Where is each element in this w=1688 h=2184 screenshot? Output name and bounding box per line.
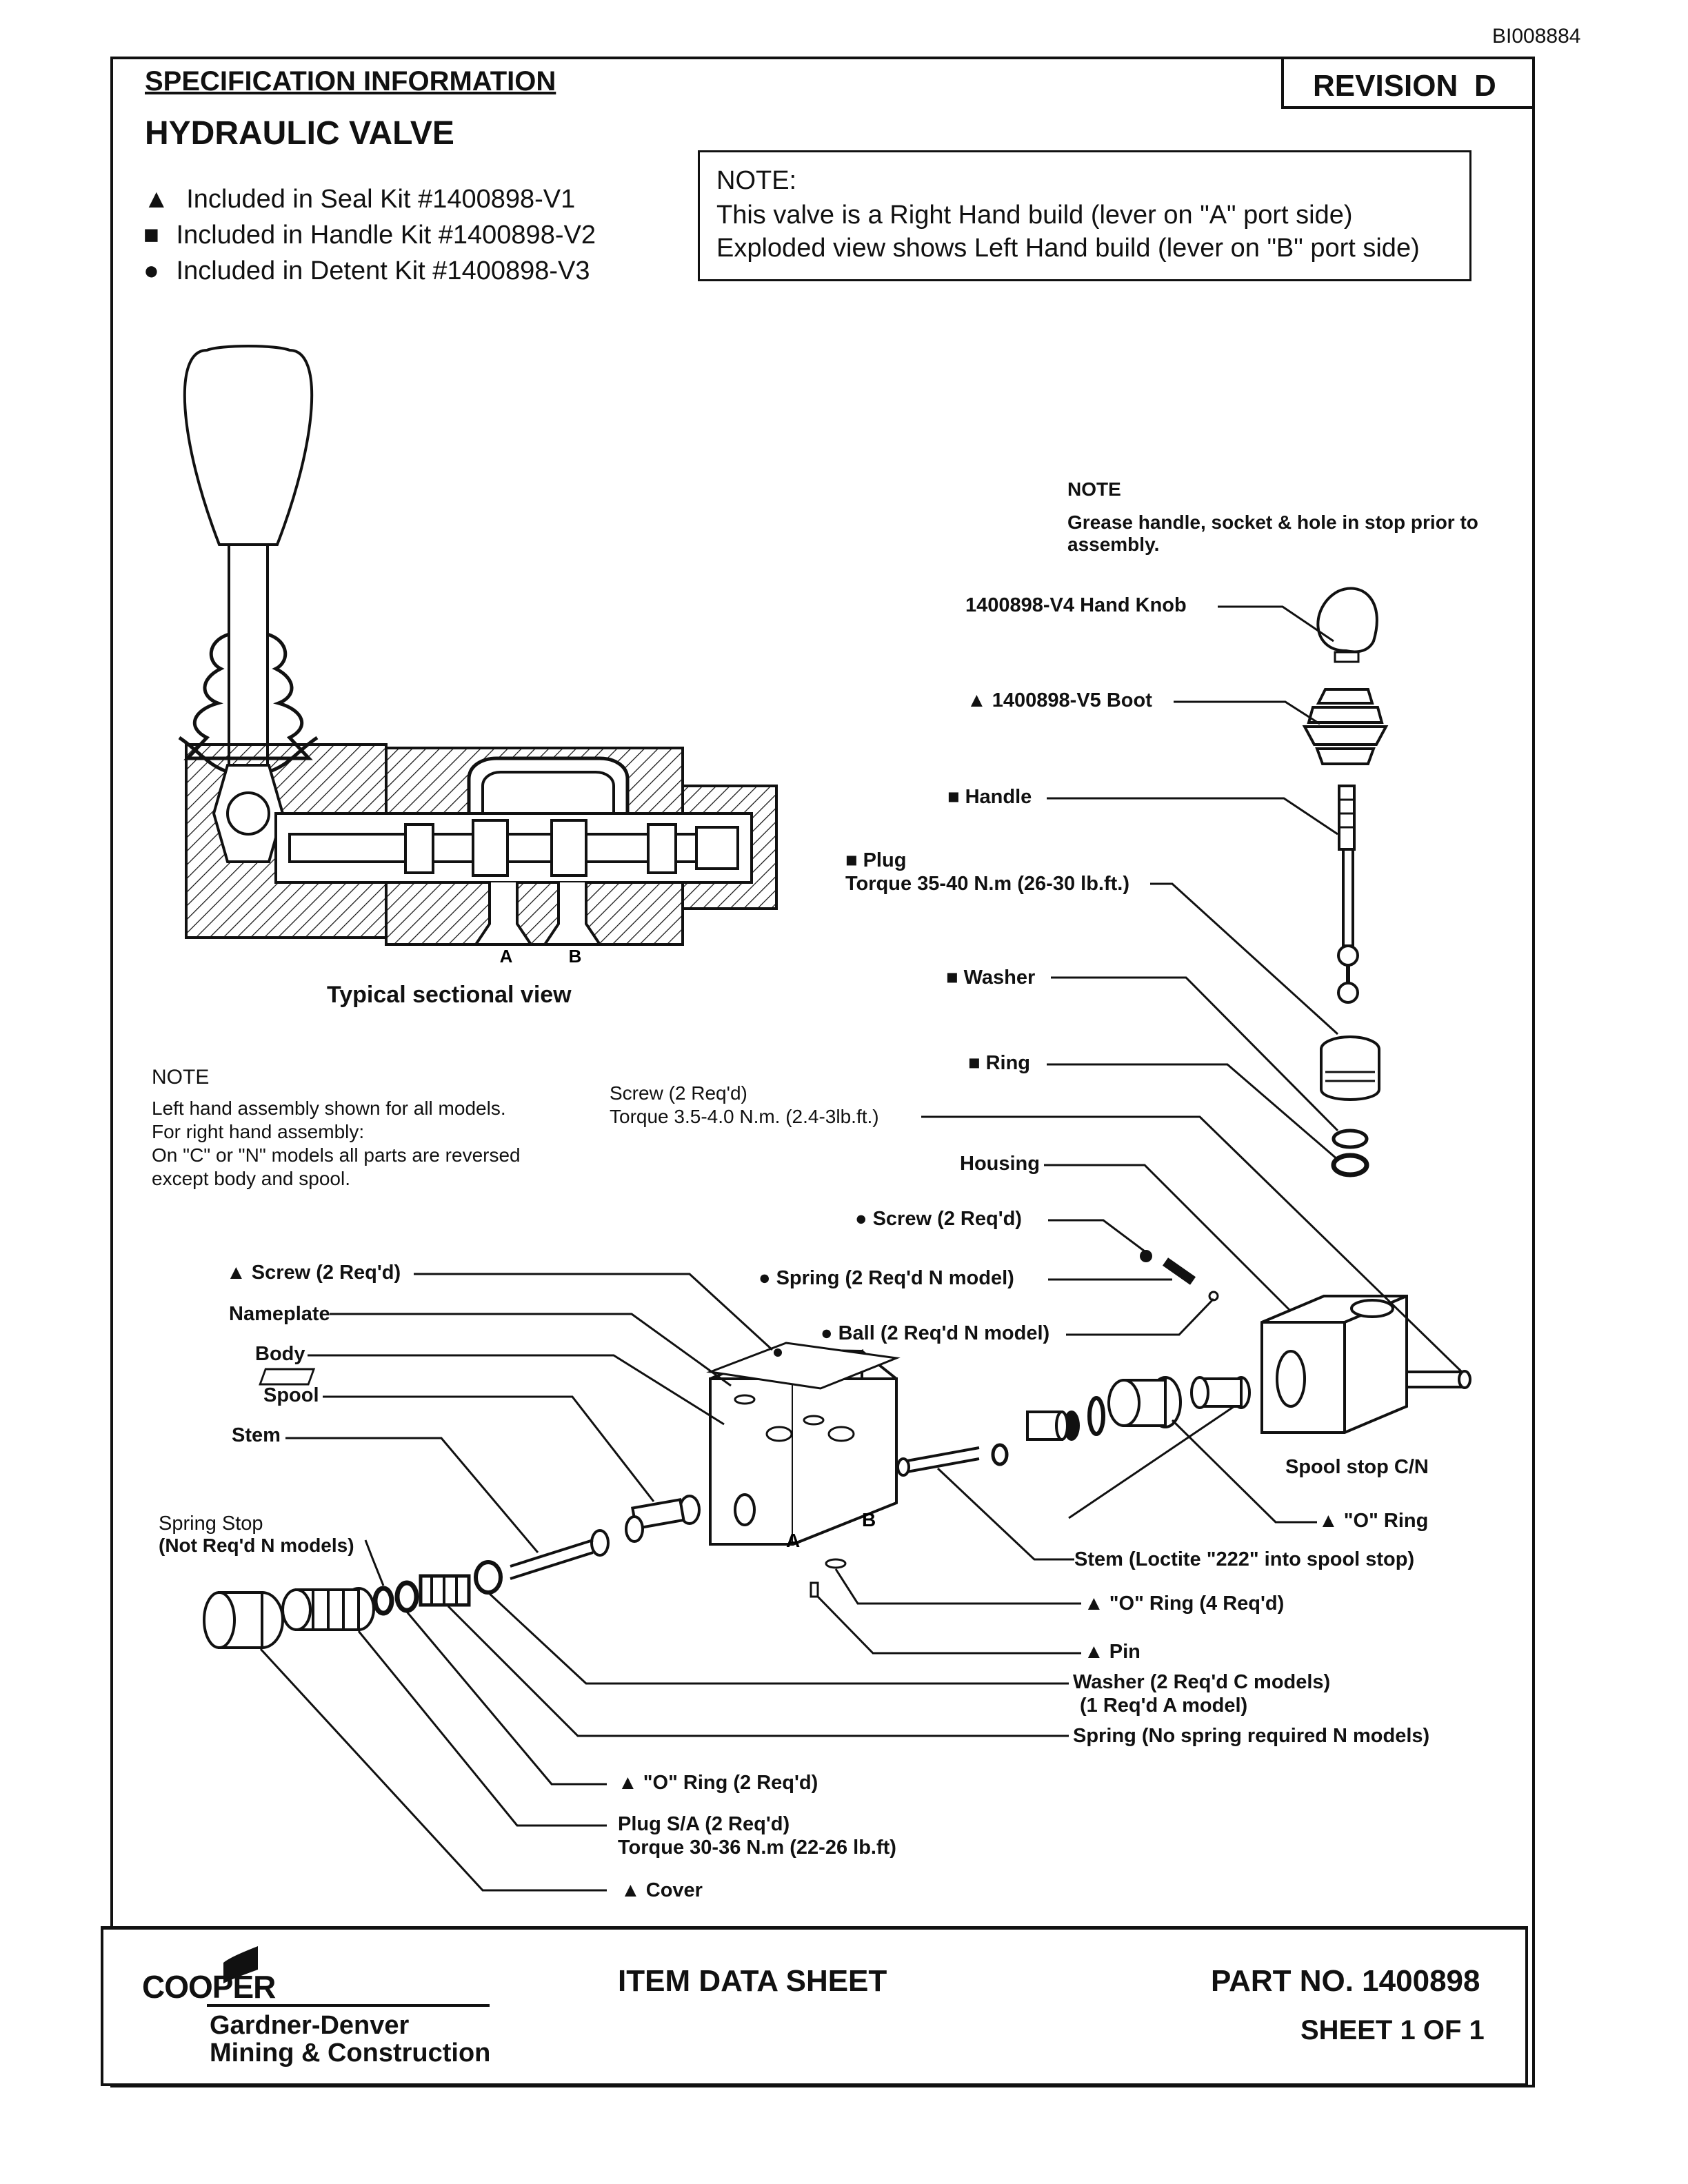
revision-label: REVISION	[1313, 69, 1458, 103]
label-nameplate-screw: ▲ Screw (2 Req'd)	[226, 1262, 401, 1284]
leader-lines	[259, 605, 1463, 1892]
label-stem: Stem	[232, 1424, 281, 1446]
section-caption: Typical sectional view	[327, 982, 572, 1008]
body-port-b: B	[862, 1509, 876, 1530]
label-washer-a: (1 Req'd A model)	[1080, 1695, 1248, 1717]
label-detent-screw: ● Screw (2 Req'd)	[855, 1208, 1022, 1230]
note-title: NOTE:	[716, 166, 797, 195]
part-number: PART NO. 1400898	[1211, 1964, 1480, 1998]
exploded-handle-column	[1302, 587, 1389, 1177]
company-line-1: Gardner-Denver	[210, 2011, 410, 2040]
label-spring-stop: Spring Stop	[159, 1513, 263, 1535]
square-icon: ■	[143, 221, 159, 250]
nameplate-part	[706, 1342, 901, 1390]
label-spool: Spool	[263, 1384, 319, 1406]
stem-loctite-part	[903, 1446, 980, 1474]
title-block: COOPER Gardner-Denver Mining & Construct…	[101, 1926, 1528, 2086]
o-ring-4-part	[825, 1558, 847, 1569]
handle-part	[1338, 785, 1356, 851]
left-note-line-4: except body and spool.	[152, 1168, 350, 1189]
body-port-a: A	[786, 1530, 800, 1551]
housing-assembly	[1140, 1250, 1471, 1434]
label-nameplate: Nameplate	[229, 1303, 330, 1325]
label-ring: ■ Ring	[968, 1052, 1031, 1074]
stem-part	[510, 1539, 594, 1580]
exploded-spool-left	[203, 1495, 701, 1649]
section-port-a: A	[500, 946, 513, 967]
valve-body	[259, 1342, 901, 1598]
left-note-line-1: Left hand assembly shown for all models.	[152, 1098, 506, 1119]
sheet-number: SHEET 1 OF 1	[1300, 2015, 1485, 2045]
left-note-title: NOTE	[152, 1066, 210, 1089]
page-frame	[110, 57, 1535, 2087]
kit-seal: ▲ Included in Seal Kit #1400898-V1	[143, 185, 576, 214]
logo-divider	[207, 2004, 490, 2007]
label-spool-stop: Spool stop C/N	[1285, 1456, 1429, 1478]
cooper-logo: COOPER	[142, 1969, 276, 2005]
label-housing-screw: Screw (2 Req'd)	[610, 1082, 747, 1104]
circle-icon: ●	[143, 256, 159, 285]
kit-handle: ■ Included in Handle Kit #1400898-V2	[143, 221, 596, 250]
grease-note-line-2: assembly.	[1067, 534, 1160, 555]
detent-spring-part	[1162, 1257, 1196, 1285]
washer-part	[1332, 1129, 1369, 1149]
label-plug: ■ Plug	[845, 849, 907, 871]
label-o-ring: ▲ "O" Ring	[1318, 1510, 1429, 1532]
ring-part	[1331, 1153, 1369, 1177]
o-ring-2-part	[394, 1580, 419, 1613]
grease-note-title: NOTE	[1067, 478, 1121, 500]
label-detent-spring: ● Spring (2 Req'd N model)	[758, 1267, 1014, 1289]
label-handle: ■ Handle	[947, 786, 1032, 808]
label-plug-sa: Plug S/A (2 Req'd)	[618, 1813, 790, 1835]
note-line-1: This valve is a Right Hand build (lever …	[716, 201, 1353, 230]
label-housing-screw-torque: Torque 3.5-4.0 N.m. (2.4-3lb.ft.)	[610, 1106, 879, 1127]
detent-screw-part	[1140, 1250, 1152, 1262]
label-o-ring-2: ▲ "O" Ring (2 Req'd)	[618, 1772, 818, 1794]
label-boot: ▲ 1400898-V5 Boot	[967, 689, 1152, 711]
label-housing: Housing	[960, 1153, 1040, 1175]
boot-part	[1302, 688, 1389, 765]
label-plug-sa-torque: Torque 30-36 N.m (22-26 lb.ft)	[618, 1837, 896, 1859]
pin-part	[810, 1581, 819, 1598]
left-note-line-3: On "C" or "N" models all parts are rever…	[152, 1144, 521, 1166]
label-washer: ■ Washer	[946, 967, 1036, 989]
label-body: Body	[255, 1343, 305, 1365]
label-spring-n: Spring (No spring required N models)	[1073, 1725, 1430, 1747]
label-plug-torque: Torque 35-40 N.m (26-30 lb.ft.)	[845, 873, 1129, 895]
cooper-logo-mark	[223, 1946, 258, 1983]
left-note-line-2: For right hand assembly:	[152, 1121, 365, 1142]
label-washer-c: Washer (2 Req'd C models)	[1073, 1671, 1331, 1693]
sheet-title: ITEM DATA SHEET	[618, 1964, 887, 1998]
spec-title: SPECIFICATION INFORMATION	[145, 66, 556, 97]
triangle-icon: ▲	[143, 185, 170, 214]
sectional-view	[178, 345, 778, 946]
grease-note-line-1: Grease handle, socket & hole in stop pri…	[1067, 512, 1478, 533]
section-port-b: B	[569, 946, 582, 967]
label-detent-ball: ● Ball (2 Req'd N model)	[821, 1322, 1050, 1344]
company-line-2: Mining & Construction	[210, 2039, 491, 2067]
revision-value: D	[1474, 69, 1496, 103]
note-box: NOTE: This valve is a Right Hand build (…	[698, 150, 1471, 281]
product-title: HYDRAULIC VALVE	[145, 115, 454, 152]
label-pin: ▲ Pin	[1084, 1641, 1141, 1663]
label-cover: ▲ Cover	[621, 1879, 703, 1901]
spool-stop-assembly	[896, 1376, 1251, 1477]
kit-detent: ● Included in Detent Kit #1400898-V3	[143, 256, 590, 285]
washer-c-part	[474, 1560, 503, 1595]
label-hand-knob: 1400898-V4 Hand Knob	[965, 594, 1187, 616]
hand-knob-part	[1316, 587, 1378, 654]
label-spring-stop-note: (Not Req'd N models)	[159, 1535, 354, 1556]
nameplate-screw-part	[774, 1348, 782, 1357]
label-stem-loctite: Stem (Loctite "222" into spool stop)	[1074, 1548, 1415, 1570]
note-line-2: Exploded view shows Left Hand build (lev…	[716, 234, 1420, 263]
label-o-ring-4: ▲ "O" Ring (4 Req'd)	[1084, 1593, 1285, 1615]
document-id: BI008884	[1492, 25, 1581, 48]
revision-box: REVISION D	[1281, 57, 1535, 109]
